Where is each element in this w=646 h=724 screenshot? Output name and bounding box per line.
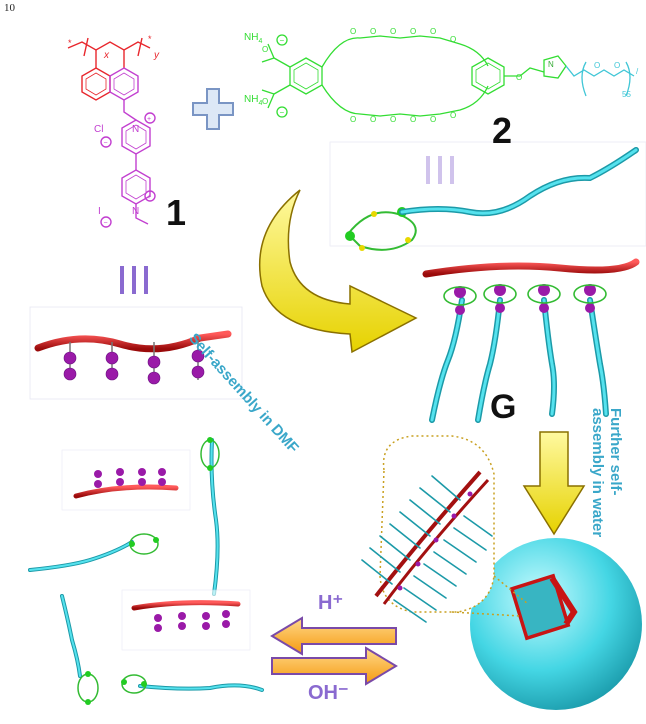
complex-g-label: G (490, 388, 516, 427)
equivalence-1 (122, 266, 146, 294)
base-label: OH⁻ (308, 680, 349, 705)
svg-text:O: O (390, 115, 396, 124)
disassembled-lower (62, 590, 262, 705)
svg-text:+: + (147, 194, 151, 201)
x-subscript: x (104, 50, 109, 61)
plus-sign (193, 89, 233, 129)
water-step-label: Further self- assembly in water (588, 408, 624, 537)
svg-text:O: O (430, 115, 436, 124)
svg-text:O: O (262, 45, 268, 54)
ammonium-top: NH4 (244, 32, 262, 45)
svg-text:O: O (370, 27, 376, 36)
svg-text:O: O (370, 115, 376, 124)
svg-text:−: − (280, 108, 285, 117)
triazole-n: N (548, 60, 554, 69)
base-arrow (272, 648, 396, 684)
compound-2-label: 2 (492, 110, 512, 152)
svg-text:O: O (450, 111, 456, 120)
ammonium-bottom: NH4 (244, 94, 262, 107)
pyridinium-n2: N (132, 206, 139, 217)
peg-repeat-count: 55 (622, 90, 631, 99)
svg-text:O: O (450, 35, 456, 44)
svg-text:−: − (280, 36, 285, 45)
iodide-label: I (98, 206, 101, 217)
svg-text:O: O (262, 97, 268, 106)
svg-text:O: O (614, 61, 620, 70)
pyridinium-n1: N (132, 124, 139, 135)
svg-text:O: O (516, 73, 522, 82)
water-arrow (524, 432, 584, 534)
svg-text:O: O (390, 27, 396, 36)
acid-label: H⁺ (318, 590, 343, 615)
svg-text:+: + (147, 116, 151, 123)
svg-text:−: − (104, 220, 108, 227)
acid-arrow (272, 618, 396, 654)
chloride-label: Cl (94, 124, 103, 135)
y-subscript: y (154, 50, 159, 61)
page-number: 10 (4, 2, 15, 14)
svg-text:*: * (148, 34, 152, 44)
disassembled-upper (30, 437, 219, 594)
svg-text:O: O (410, 27, 416, 36)
svg-text:O: O (594, 61, 600, 70)
svg-text:/: / (636, 67, 639, 76)
svg-text:O: O (410, 115, 416, 124)
svg-text:*: * (68, 38, 72, 48)
complex-g-cartoon (426, 262, 636, 420)
compound-1-structure (68, 38, 155, 227)
svg-text:O: O (350, 27, 356, 36)
svg-text:O: O (430, 27, 436, 36)
svg-text:O: O (350, 115, 356, 124)
compound-1-label: 1 (166, 192, 186, 234)
vesicle-sphere (470, 538, 642, 710)
svg-text:−: − (104, 140, 108, 147)
